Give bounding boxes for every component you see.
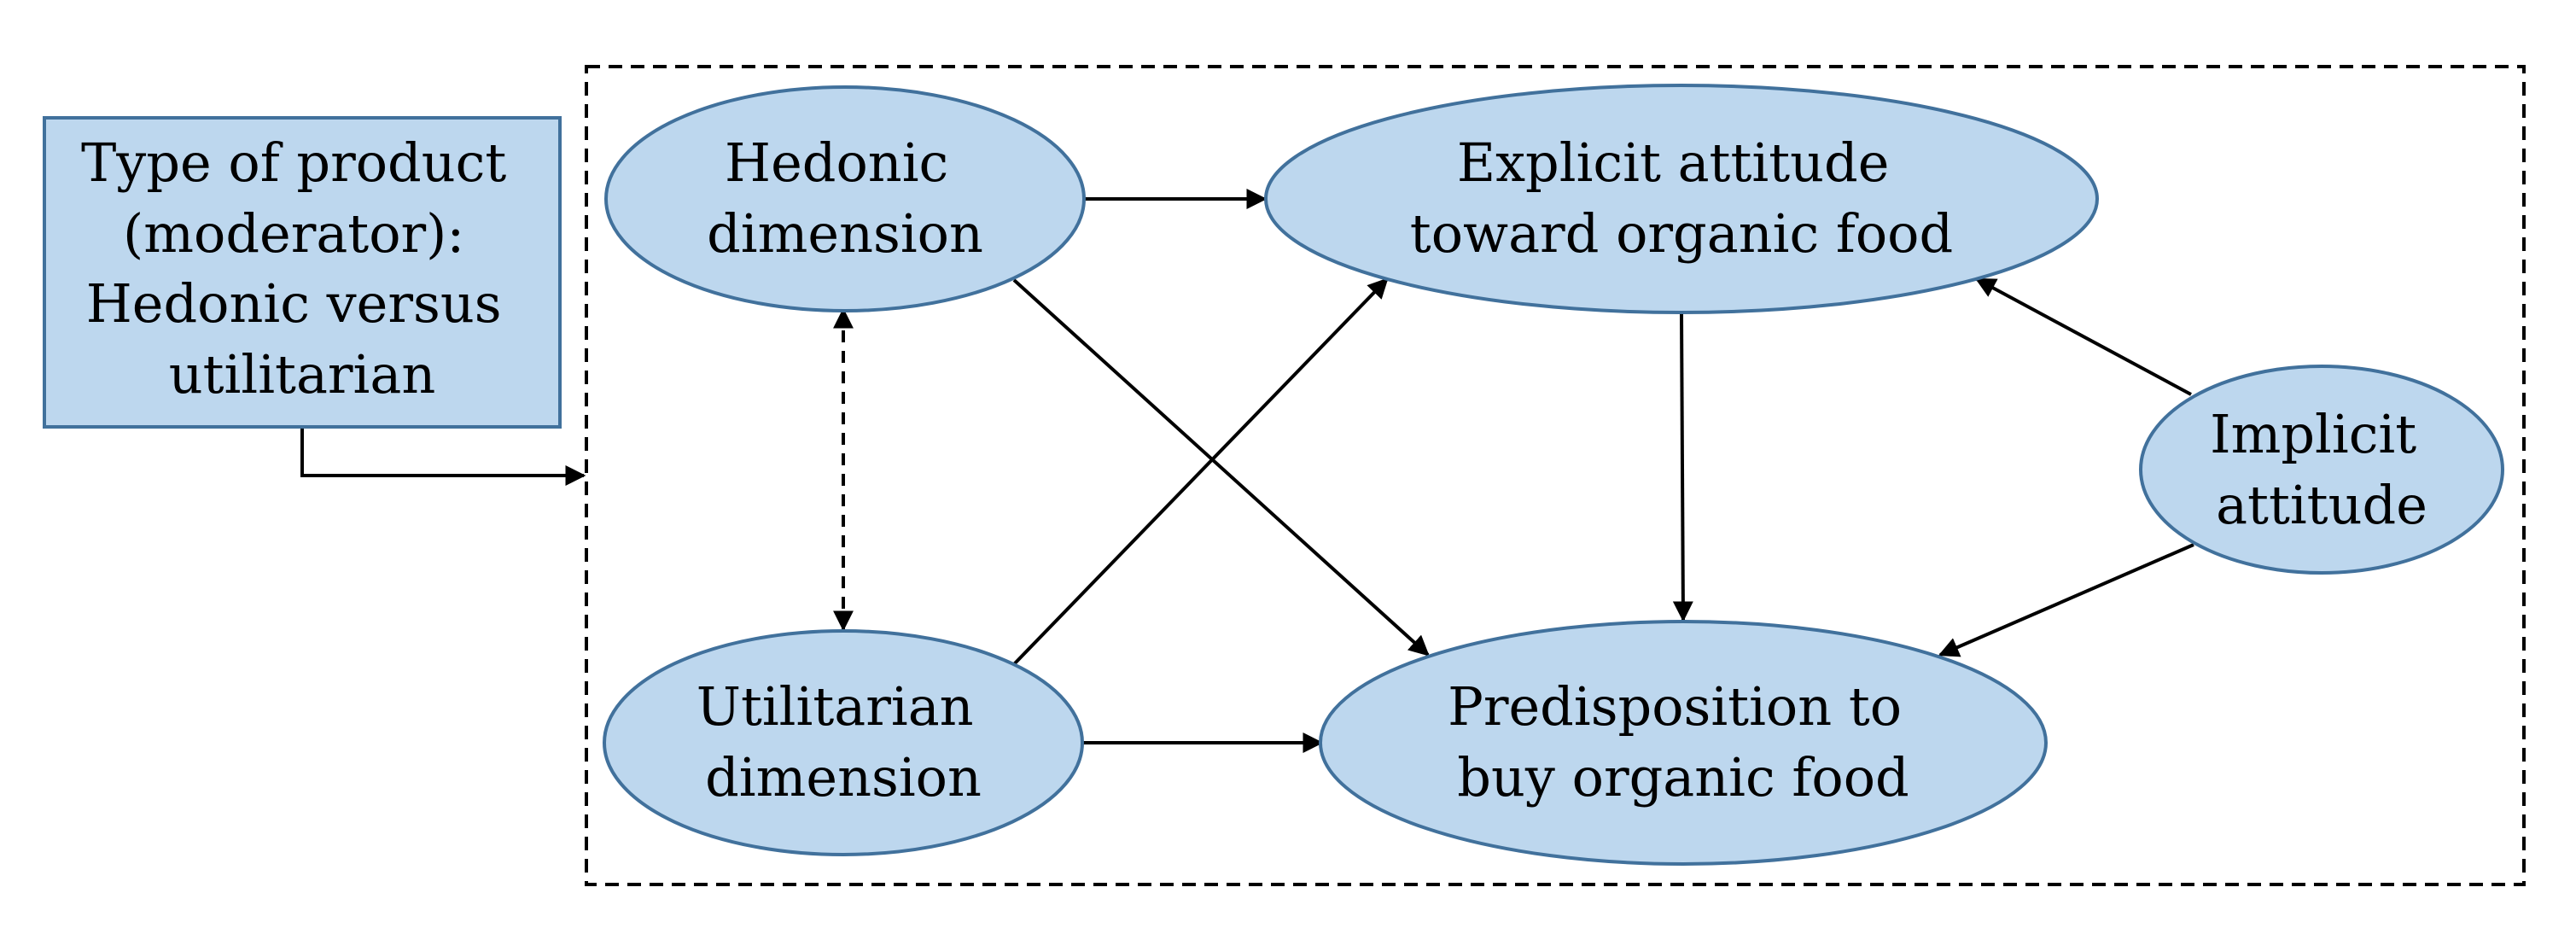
edges xyxy=(300,189,2194,753)
predisposition-ellipse xyxy=(1319,620,2048,866)
edge-moderator-to-frame xyxy=(300,427,586,486)
edge-explicit-to-predisposition xyxy=(1672,312,1693,622)
explicit-ellipse xyxy=(1264,84,2099,314)
implicit-line-1: Implicit xyxy=(2210,403,2416,465)
node-explicit-attitude: Explicit attitude toward organic food xyxy=(1264,84,2099,314)
svg-text:Explicit attitude toward: Explicit attitude toward organic food xyxy=(1410,131,1953,265)
svg-text:Predisposition to buy or: Predisposition to buy organic food xyxy=(1448,675,1919,808)
predisposition-line-2: buy organic food xyxy=(1457,746,1909,808)
moderator-box xyxy=(43,116,562,429)
explicit-line-2: toward organic food xyxy=(1410,202,1953,265)
edge-implicit-to-predisposition xyxy=(1938,543,2194,657)
explicit-line-1: Explicit attitude xyxy=(1457,131,1890,194)
moderator-line-1: Type of product xyxy=(81,131,506,194)
node-predisposition: Predisposition to buy organic food xyxy=(1319,620,2048,866)
edge-implicit-to-explicit xyxy=(1974,277,2192,396)
svg-text:Type of product (moderat: Type of product (moderator): Hedonic ver… xyxy=(81,131,523,406)
moderator-line-2: (moderator): xyxy=(123,202,464,265)
utilitarian-line-2: dimension xyxy=(705,746,982,808)
implicit-ellipse xyxy=(2139,365,2504,575)
node-hedonic-dimension: Hedonic dimension xyxy=(604,85,1086,312)
node-implicit-attitude: Implicit attitude xyxy=(2139,365,2504,575)
edge-utilitarian-to-explicit xyxy=(1012,277,1389,666)
svg-text:Utilitarian dimension: Utilitarian dimension xyxy=(696,675,991,808)
implicit-line-2: attitude xyxy=(2216,474,2427,536)
svg-text:Hedonic dimension: Hedonic dimension xyxy=(707,131,983,265)
moderator-line-4: utilitarian xyxy=(169,343,436,406)
hedonic-line-2: dimension xyxy=(707,202,983,265)
utilitarian-line-1: Utilitarian xyxy=(696,675,974,738)
moderator-line-3: Hedonic versus xyxy=(86,272,502,335)
svg-text:Implicit attitude: Implicit attitude xyxy=(2210,403,2433,536)
hedonic-ellipse xyxy=(604,85,1086,312)
node-utilitarian-dimension: Utilitarian dimension xyxy=(603,629,1084,856)
hedonic-line-1: Hedonic xyxy=(725,131,948,194)
node-moderator: Type of product (moderator): Hedonic ver… xyxy=(43,116,562,429)
edge-hedonic-to-predisposition xyxy=(1012,278,1430,657)
predisposition-line-1: Predisposition to xyxy=(1448,675,1902,738)
utilitarian-ellipse xyxy=(603,629,1084,856)
